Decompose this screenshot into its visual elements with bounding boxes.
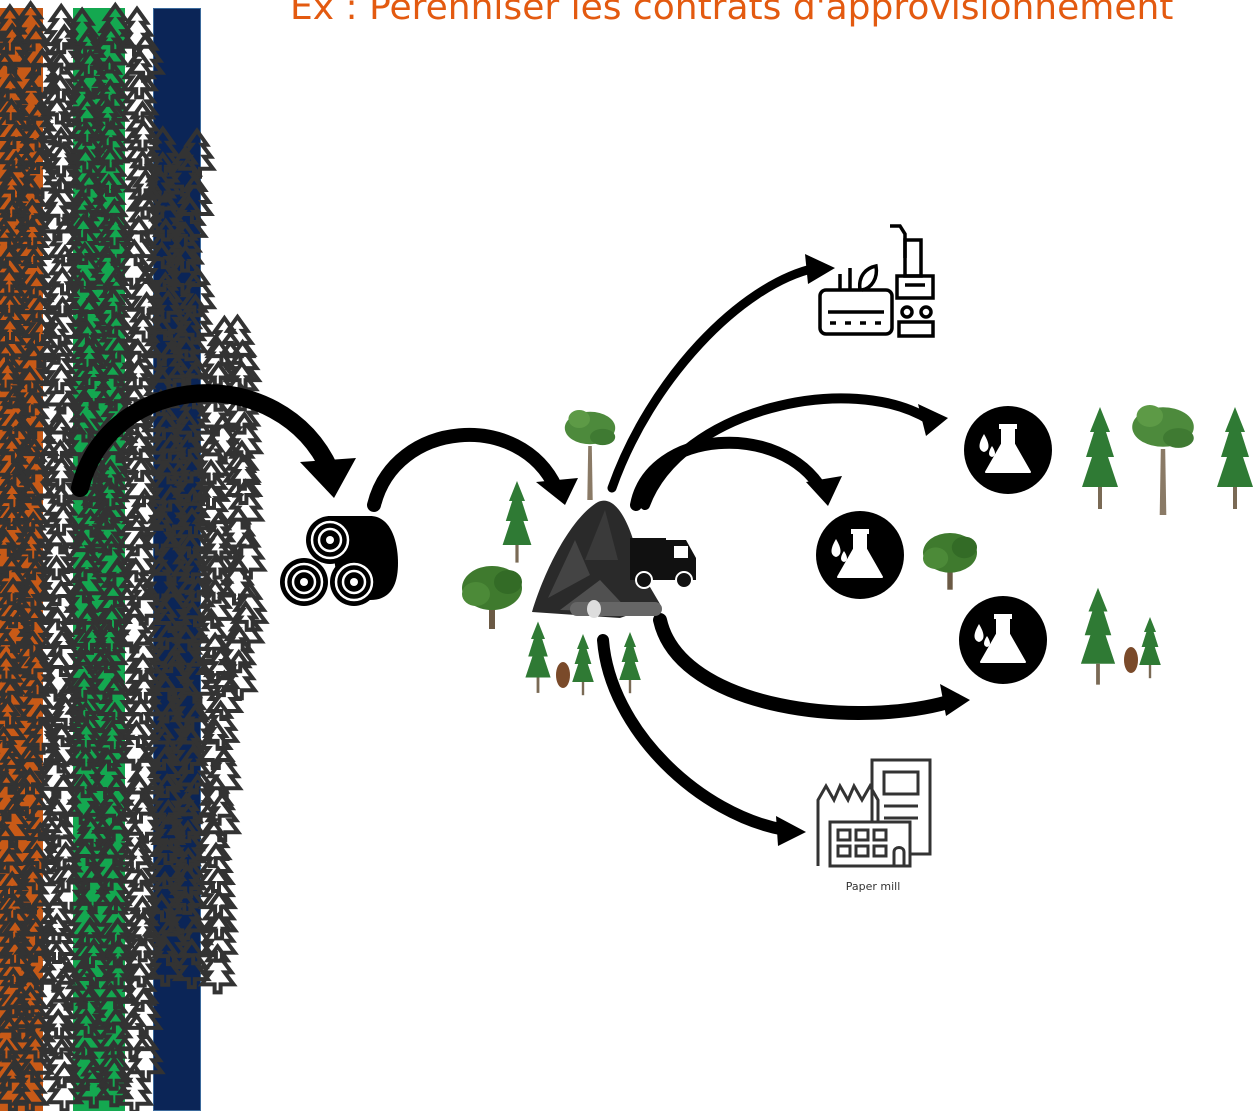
chemistry-flask-icon [963, 405, 1053, 495]
broadleaf-tree-icon [462, 566, 522, 629]
conifer-tree-icon [619, 632, 641, 694]
broadleaf-tree-icon [923, 533, 977, 590]
arrow-pile-to-biorefinery [607, 263, 820, 493]
chemistry-flask-icon [958, 595, 1048, 685]
conifer-tree-icon [502, 481, 532, 563]
arrowhead-pile-to-flask-top [918, 404, 948, 436]
conifer-tree-icon [1217, 407, 1253, 509]
conifer-tree-icon [1082, 407, 1118, 509]
arrowhead-pile-to-paper-mill [776, 816, 806, 846]
paper-mill-icon [816, 758, 932, 868]
conifer-tree-icon [1139, 617, 1161, 679]
pine-cone-icon [556, 662, 570, 688]
tree-pattern-icon [0, 1, 268, 1111]
arrowhead-forest-to-logs [300, 458, 356, 498]
arrowhead-pile-to-flask-bottom [940, 684, 970, 716]
arrowhead-pile-to-flask-middle [806, 476, 842, 506]
pine-cone-icon [1124, 647, 1138, 673]
arrow-forest-to-logs [71, 384, 339, 497]
arrow-heads [300, 254, 970, 846]
biorefinery-factory-icon [818, 224, 935, 338]
arrow-pile-to-flask-bottom [653, 613, 962, 720]
slide-title: Ex : Pérenniser les contrats d'approvisi… [290, 0, 1174, 28]
chemistry-flask-icon [815, 510, 905, 600]
conifer-tree-icon [572, 634, 594, 696]
pine-tree-icon [1132, 405, 1194, 515]
arrowhead-pile-to-biorefinery [805, 254, 835, 284]
arrow-pile-to-flask-top [640, 393, 935, 510]
arrow-logs-to-pile [367, 428, 563, 512]
arrow-pile-to-paper-mill [597, 634, 791, 836]
flow-arrows [71, 263, 962, 836]
conifer-tree-icon [525, 621, 551, 693]
arrow-pile-to-flask-middle [630, 436, 828, 511]
log-stack-icon [280, 516, 398, 606]
paper-mill-label: Paper mill [845, 880, 901, 893]
wood-pile-truck-icon [532, 500, 696, 618]
conifer-tree-icon [1080, 587, 1116, 685]
arrowhead-logs-to-pile [536, 478, 578, 505]
